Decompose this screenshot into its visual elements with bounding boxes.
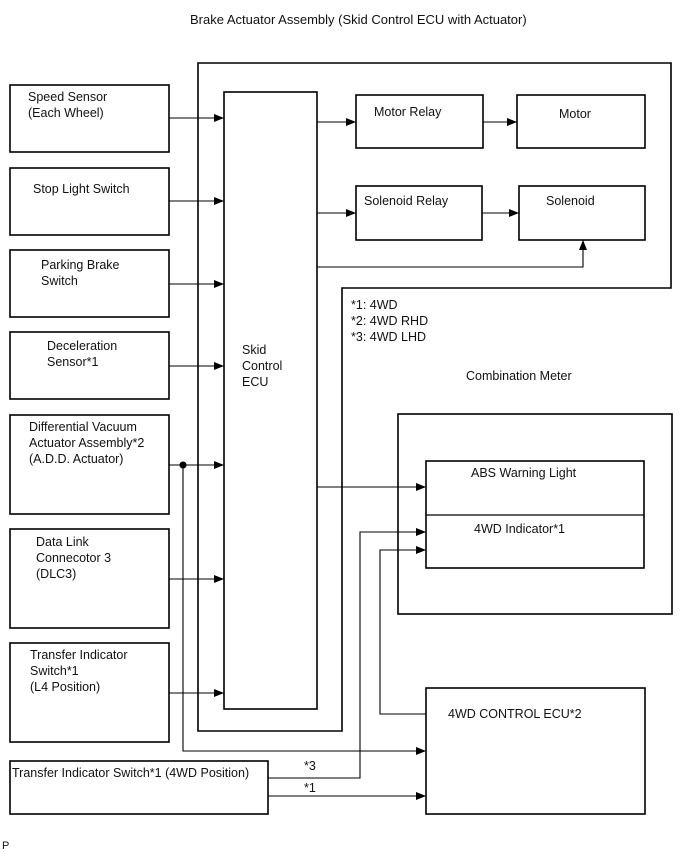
four-wd-control-ecu-label: 4WD CONTROL ECU*2 (448, 707, 582, 721)
wire-label-lhd: *3 (304, 759, 316, 773)
abs-warning-light-label: ABS Warning Light (471, 466, 577, 480)
combination-meter-box (397, 413, 673, 615)
transfer-indicator-4wd-label: Transfer Indicator Switch*1 (4WD Positio… (12, 766, 250, 780)
combination-meter-label: Combination Meter (466, 369, 572, 383)
footnotes: *1: 4WD *2: 4WD RHD *3: 4WD LHD (351, 297, 428, 345)
wire-ecu-solenoid (317, 240, 587, 268)
footnote-1: *1: 4WD (351, 298, 398, 312)
wire-add-to-4wd-ecu (182, 465, 426, 755)
differential-vacuum-actuator-label: Differential Vacuum Actuator Assembly*2 … (29, 420, 145, 466)
skid-control-ecu-label: Skid Control ECU (242, 343, 283, 389)
corner-mark: P (2, 840, 10, 852)
stop-light-switch-box (9, 167, 170, 236)
four-wd-indicator-label: 4WD Indicator*1 (474, 522, 566, 536)
parking-brake-switch-label: Parking Brake Switch (41, 258, 120, 288)
motor-label: Motor (559, 107, 591, 121)
brake-actuator-assembly-outline (197, 62, 672, 732)
wire-label-4wd: *1 (304, 781, 316, 795)
wire-4wd-ecu-indicator (379, 546, 426, 715)
footnote-2: *2: 4WD RHD (351, 314, 429, 328)
footnote-3: *3: 4WD LHD (351, 330, 427, 344)
data-link-connector-label: Data Link Connecotor 3 (DLC3) (36, 535, 112, 581)
stop-light-switch-label: Stop Light Switch (33, 182, 130, 196)
speed-sensor-label: Speed Sensor (Each Wheel) (28, 90, 108, 120)
motor-relay-label: Motor Relay (374, 105, 442, 119)
transfer-indicator-l4-label: Transfer Indicator Switch*1 (L4 Position… (30, 648, 128, 694)
skid-control-ecu-box (223, 91, 318, 710)
transfer-indicator-4wd-box (9, 760, 269, 815)
solenoid-label: Solenoid (546, 194, 595, 208)
motor-relay-box (355, 94, 484, 149)
diagram-title: Brake Actuator Assembly (Skid Control EC… (190, 12, 527, 27)
wire-transfer-4wd-lhd (268, 528, 426, 779)
solenoid-relay-label: Solenoid Relay (364, 194, 449, 208)
deceleration-sensor-label: Deceleration Sensor*1 (47, 339, 118, 369)
